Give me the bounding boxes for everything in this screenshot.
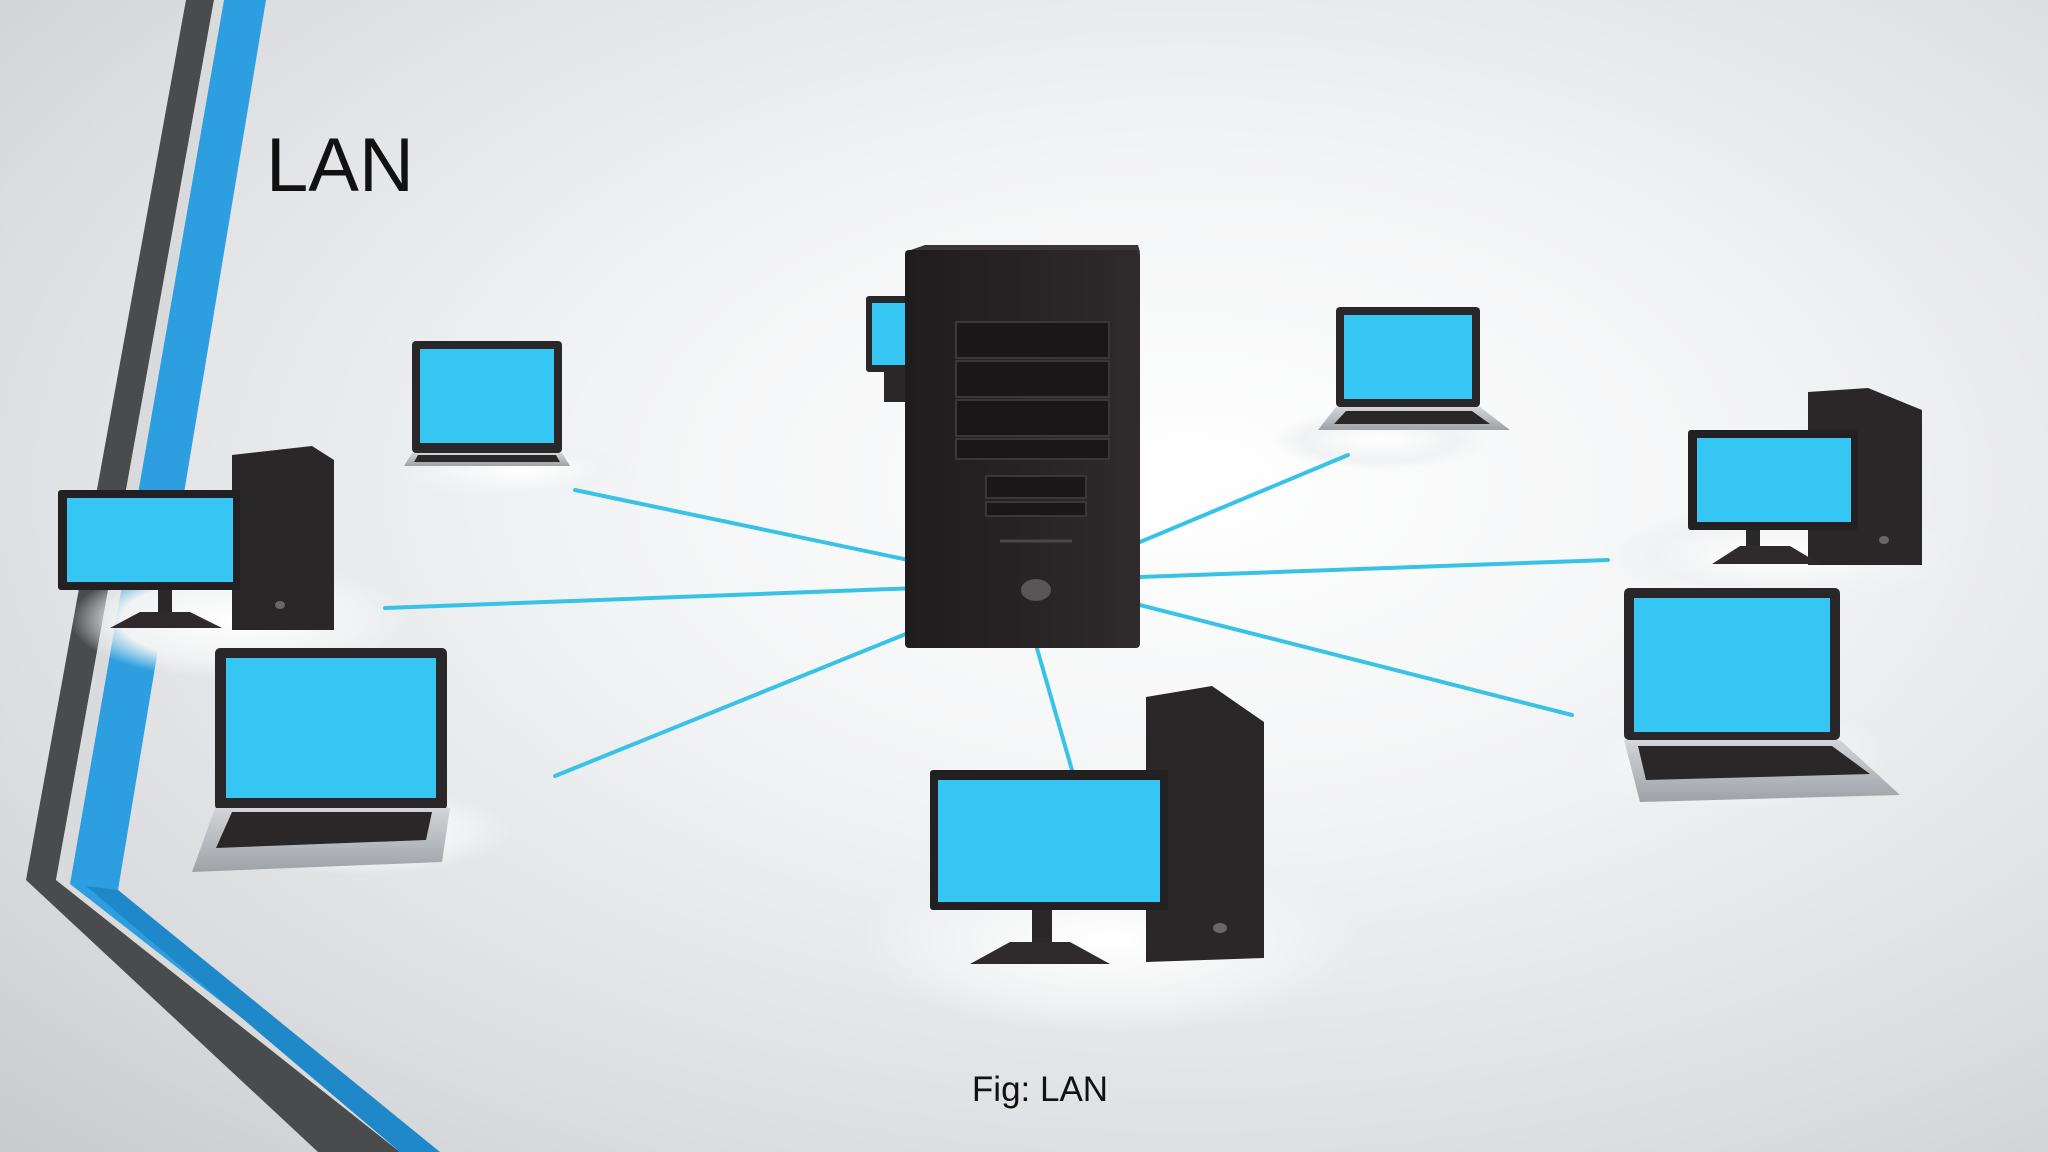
cable [1034,643,1074,772]
figure-caption: Fig: LAN [971,1070,1109,1109]
desktop-bottom-center [930,686,1264,964]
cable [1138,603,1574,717]
cable [1138,558,1610,579]
laptop-top-right [1318,307,1510,430]
blue-lower-band [86,886,440,1152]
server-tower [905,245,1140,648]
laptop-top-left [404,341,570,466]
laptop-right [1624,588,1900,802]
network-cables [383,453,1610,778]
cable [553,623,930,778]
cable [1138,453,1350,544]
laptop-bottom-left [192,648,450,872]
desktop-right [1688,388,1922,565]
desktop-left [58,446,334,630]
cable [573,488,920,564]
slide-title: LAN [266,123,414,208]
cable [383,586,920,610]
